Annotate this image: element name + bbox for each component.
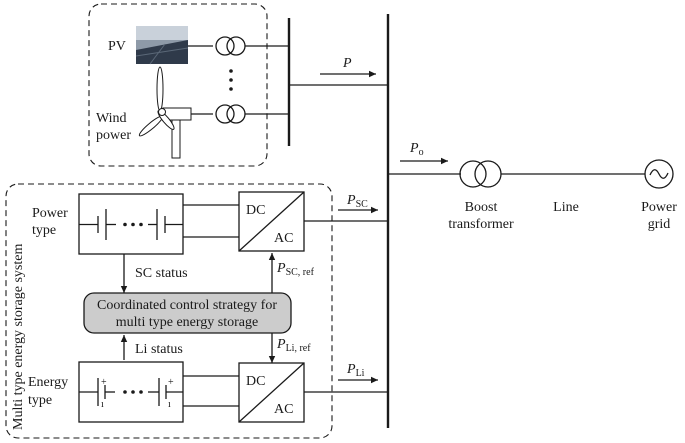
converter-li-ac-label: AC: [274, 402, 293, 417]
pv-transformer-icon: [215, 36, 246, 56]
dc-ac-converter-sc: DC AC: [238, 191, 305, 252]
wind-transformer-icon: [215, 104, 246, 124]
vertical-ellipsis-icon: [229, 69, 233, 91]
psc-ref-label: PSC, ref: [276, 261, 315, 278]
psc-label: PSC: [346, 193, 368, 210]
control-strategy-line2: multi type energy storage: [116, 315, 258, 330]
pv-label: PV: [108, 39, 126, 54]
svg-text:ı: ı: [168, 399, 171, 410]
energy-type-label-line1: Energy: [28, 375, 68, 390]
converter-li-dc-label: DC: [246, 374, 265, 389]
horizontal-ellipsis-icon: [123, 222, 143, 227]
svg-text:+: +: [168, 377, 174, 388]
capacitor-icon: [79, 209, 116, 240]
wind-label-line2: power: [96, 128, 131, 143]
power-type-label-line1: Power: [32, 206, 68, 221]
battery-icon: + ı: [148, 377, 183, 410]
transformer-label-line1: Boost: [465, 200, 498, 215]
converter-sc-dc-label: DC: [246, 203, 265, 218]
pli-label: PLi: [346, 362, 365, 379]
pv-panel-icon: [135, 26, 189, 65]
grid-label-line2: grid: [648, 217, 671, 232]
energy-type-label-line2: type: [28, 393, 52, 408]
grid-label-line1: Power: [641, 200, 677, 215]
converter-sc-ac-label: AC: [274, 231, 293, 246]
dc-ac-converter-li: DC AC: [238, 362, 305, 423]
line-label: Line: [553, 200, 579, 215]
boost-transformer-icon: [459, 160, 502, 188]
control-strategy-box: [83, 292, 292, 334]
battery-icon: + ı: [79, 377, 115, 410]
li-status-label: Li status: [135, 342, 183, 357]
wind-turbine-icon: [138, 66, 192, 159]
po-label: Po: [409, 141, 424, 158]
wind-label-line1: Wind: [96, 111, 127, 126]
capacitor-icon: [148, 209, 183, 240]
control-strategy-line1: Coordinated control strategy for: [97, 298, 277, 313]
svg-text:+: +: [101, 377, 107, 388]
power-type-label-line2: type: [32, 223, 56, 238]
power-grid-icon: [644, 159, 674, 189]
horizontal-ellipsis-icon: [123, 390, 143, 394]
pli-ref-label: PLi, ref: [276, 337, 311, 354]
transformer-label-line2: transformer: [448, 217, 514, 232]
storage-system-label: Multi type energy storage system: [11, 244, 26, 430]
storage-group-border: [5, 183, 333, 439]
p-label: P: [342, 56, 352, 71]
generation-group-border: [88, 3, 268, 167]
sc-status-label: SC status: [135, 266, 188, 281]
svg-text:ı: ı: [101, 399, 104, 410]
